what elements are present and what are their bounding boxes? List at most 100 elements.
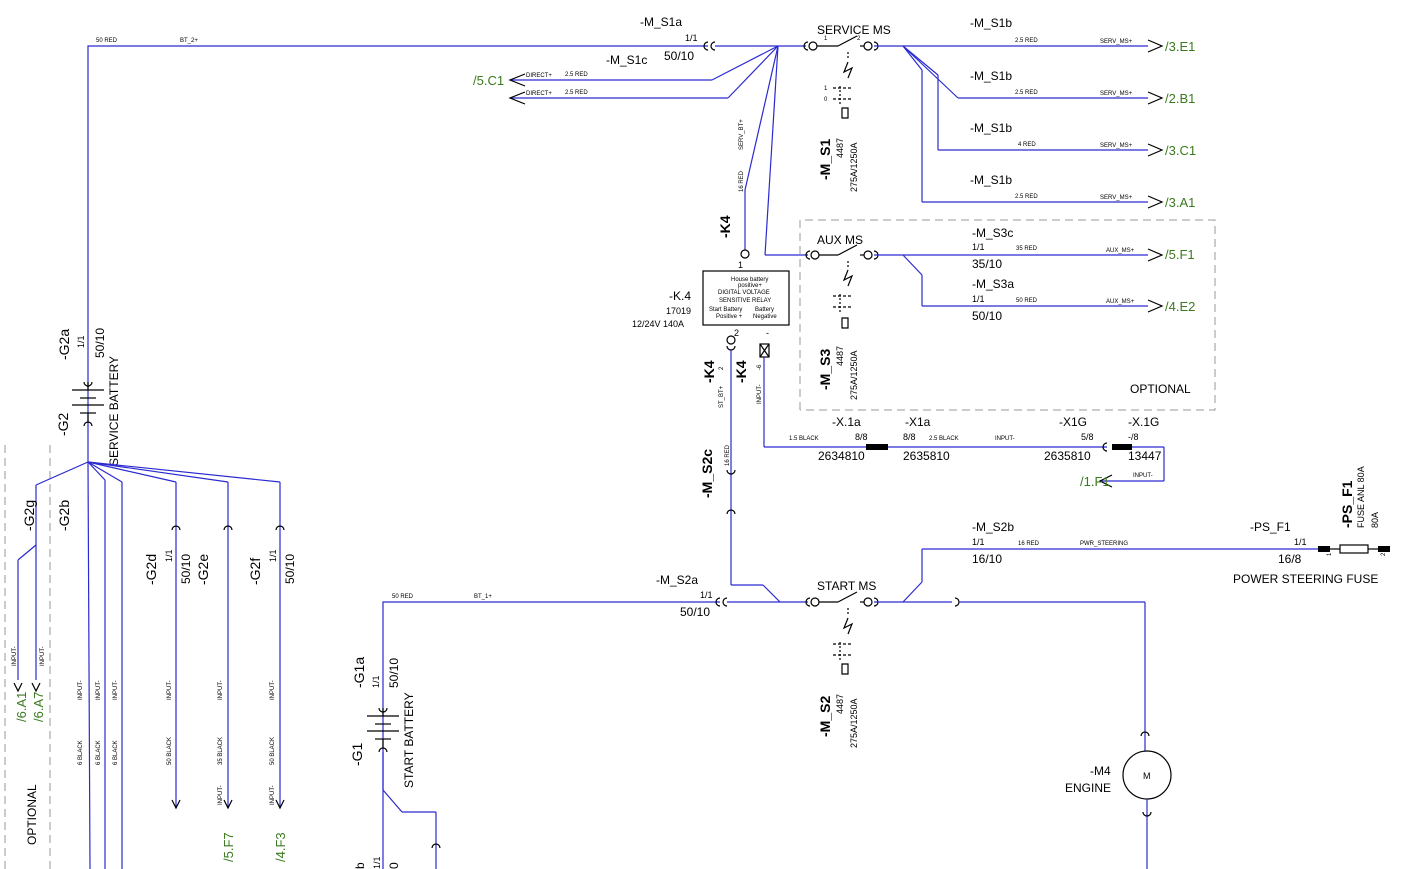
x1g-1-id: -X1G <box>1059 415 1087 429</box>
g2f-net: INPUT- <box>270 680 276 700</box>
m-s2b-cable: -M_S2b <box>972 520 1014 534</box>
g1-wire-label: 50 RED <box>392 594 414 600</box>
aux-1-net: AUX_MS+ <box>1106 248 1135 254</box>
serv-4-net: SERV_MS+ <box>1100 195 1133 201</box>
relay-l7: Positive + <box>716 314 743 320</box>
start-ms: START MS -M_S2 4487 275A/1250A <box>805 548 1318 752</box>
x1a-2-id: -X1a <box>905 415 931 429</box>
ps-f1-amps: 80A <box>1370 512 1380 528</box>
aux-2-wire: 50 RED <box>1016 298 1038 304</box>
ref-5f7: /5.F7 <box>221 832 236 862</box>
engine-name: ENGINE <box>1065 781 1111 795</box>
k4-pin-neg: - <box>766 328 769 338</box>
serv-4-cable: -M_S1b <box>970 173 1012 187</box>
relay-l6: Battery <box>755 307 774 313</box>
direct-2-net: DIRECT+ <box>526 91 552 97</box>
g2d-net: INPUT- <box>167 680 173 700</box>
service-ms: -M_S1a 1/1 50/10 -M_S1c DIRECT+ 2.5 RED … <box>473 15 1148 256</box>
connector-x1g <box>1112 444 1132 450</box>
x1g-2-part: 13447 <box>1128 449 1162 463</box>
g2e-cable: -G2e <box>195 554 211 585</box>
m-s2-id: -M_S2 <box>817 696 833 737</box>
g2g-net2: INPUT- <box>40 646 46 666</box>
aux-ms-label: AUX MS <box>817 233 863 247</box>
k4-bottom-pin2: -6 <box>757 364 763 370</box>
ref-3c1: /3.C1 <box>1165 143 1196 158</box>
x1g-2-pos: -/8 <box>1128 432 1139 442</box>
g2-battery-id: -G2 <box>55 412 71 436</box>
m-s2b-net: PWR_STEERING <box>1080 541 1128 547</box>
aux-1-size: 35/10 <box>972 257 1002 271</box>
relay-l5: Start Battery <box>709 307 742 313</box>
m-s2a-size: 50/10 <box>680 605 710 619</box>
g1-bottom-b: b <box>353 862 367 869</box>
serv-1-cable: -M_S1b <box>970 16 1012 30</box>
service-ms-t2: 2 <box>857 36 861 42</box>
ref-3e1: /3.E1 <box>1165 39 1195 54</box>
serv-ms-outputs: -M_S1b 2.5 RED SERV_MS+ /3.E1 -M_S1b 2.5… <box>970 16 1196 210</box>
k4-relay: 16 RED SERV_BT+ -K4 1 House battery posi… <box>632 119 790 603</box>
m-s1-id: -M_S1 <box>817 139 833 180</box>
g2a-ratio: 1/1 <box>76 335 86 348</box>
k4-pin2: 2 <box>734 328 739 338</box>
g2b-net-a: INPUT- <box>78 680 84 700</box>
g1-battery-id: -G1 <box>349 742 365 766</box>
g2f-size: 50/10 <box>283 554 297 584</box>
aux-2-size: 50/10 <box>972 309 1002 323</box>
g2d-ratio: 1/1 <box>164 549 174 562</box>
m-s1a-size: 50/10 <box>664 49 694 63</box>
g2f-wire: 50 BLACK <box>270 737 276 765</box>
m4-id: -M4 <box>1090 764 1111 778</box>
relay-l3: DIGITAL VOLTAGE <box>718 290 770 296</box>
ref-3a1: /3.A1 <box>1165 195 1195 210</box>
g2f-net2: INPUT- <box>270 785 276 805</box>
g2g-cable: -G2g <box>21 500 37 531</box>
g1-bottom-zero: 0 <box>387 862 401 869</box>
ref-1f1: /1.F1 <box>1080 474 1110 489</box>
g2d-cable: -G2d <box>143 554 159 585</box>
g2a-size: 50/10 <box>93 328 107 358</box>
x1a-1-part: 2634810 <box>818 449 865 463</box>
m-s3-id: -M_S3 <box>817 349 833 390</box>
g2a-cable-label: -G2a <box>56 329 72 360</box>
ref-4e2: /4.E2 <box>1165 299 1195 314</box>
serv-3-net: SERV_MS+ <box>1100 143 1133 149</box>
ground-branches: -G2g INPUT- INPUT- /6.A1 /6.A7 -G2b INPU… <box>12 461 297 869</box>
relay-l2: positive+ <box>738 283 762 289</box>
g2b-cable: -G2b <box>56 500 72 531</box>
motor-symbol: M <box>1143 771 1151 781</box>
serv-2-wire: 2.5 RED <box>1015 90 1038 96</box>
m-s2b-size: 16/10 <box>972 552 1002 566</box>
g2b-net-b: INPUT- <box>96 680 102 700</box>
m-s2c-wire: 16 RED <box>725 444 731 466</box>
aux-optional-box <box>799 219 1216 411</box>
svg-text:0: 0 <box>824 97 828 103</box>
m-s3-part: 4487 <box>835 346 845 366</box>
start-ms-label: START MS <box>817 579 876 593</box>
ps-f1-ratio: 1/1 <box>1294 537 1307 547</box>
k4-rating: 12/24V 140A <box>632 319 684 329</box>
m-s2b-wire: 16 RED <box>1018 541 1040 547</box>
x1g-1-part: 2635810 <box>1044 449 1091 463</box>
direct-2-wire: 2.5 RED <box>565 90 588 96</box>
service-ms-t1: 1 <box>824 36 828 42</box>
start-battery-name: START BATTERY <box>402 692 416 788</box>
m-s2a-ratio: 1/1 <box>700 590 713 600</box>
g1a-size: 50/10 <box>387 658 401 688</box>
m-s2a-cable: -M_S2a <box>656 573 698 587</box>
aux-2-cable: -M_S3a <box>972 277 1014 291</box>
direct-1-wire: 2.5 RED <box>565 72 588 78</box>
k4-bottom-net2: INPUT- <box>757 384 763 404</box>
ref-6a1: /6.A1 <box>14 692 29 722</box>
g1a-ratio: 1/1 <box>371 675 381 688</box>
serv-3-cable: -M_S1b <box>970 121 1012 135</box>
g2e-net: INPUT- <box>218 680 224 700</box>
x1g-ref-net: INPUT- <box>1133 473 1153 479</box>
power-steering: -M_S2b 1/1 16/10 16 RED PWR_STEERING -PS… <box>972 466 1390 586</box>
m-s3-rating: 275A/1250A <box>849 350 859 400</box>
ref-2b1: /2.B1 <box>1165 91 1195 106</box>
fuse-pin2: 2 <box>1381 552 1387 556</box>
m-s2-part: 4487 <box>835 694 845 714</box>
serv-3-wire: 4 RED <box>1018 142 1036 148</box>
g2b-wire-b: 6 BLACK <box>96 740 102 765</box>
